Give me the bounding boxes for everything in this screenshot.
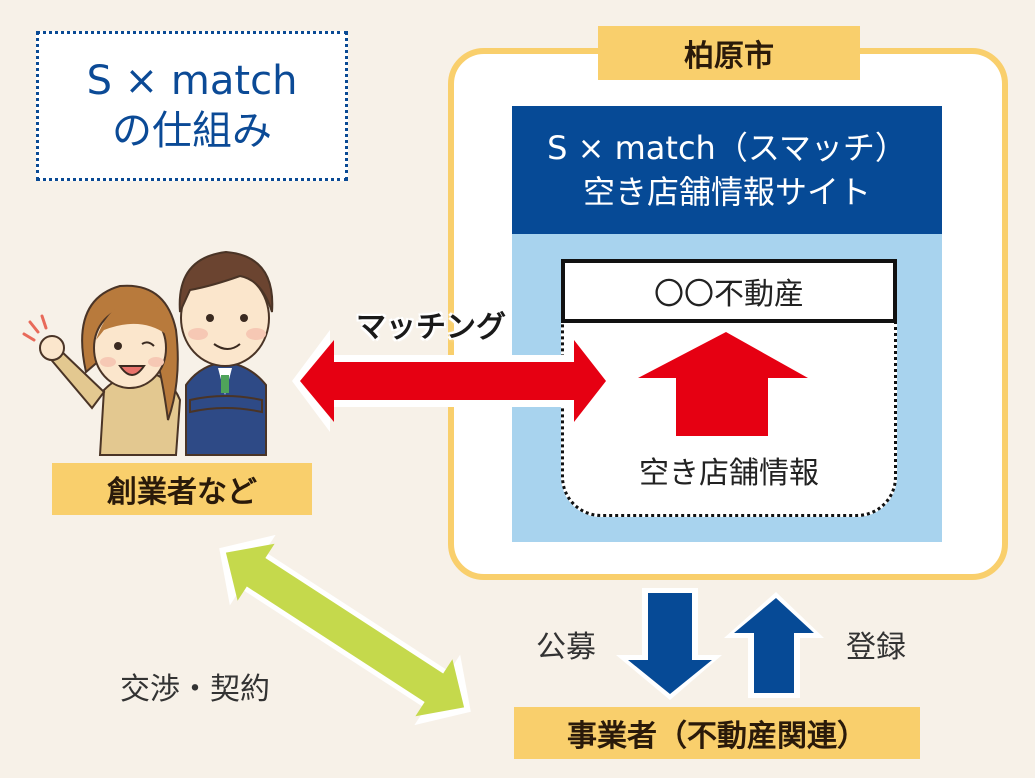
site-title-line1: S × match（スマッチ） xyxy=(547,129,907,167)
title-line2: の仕組み xyxy=(112,108,272,154)
title-box: S × match の仕組み xyxy=(36,31,348,181)
recruit-down-arrow-icon xyxy=(628,593,712,694)
founders-label: 創業者など xyxy=(52,463,312,515)
matching-arrow-fill xyxy=(300,340,606,422)
business-operator-label: 事業者（不動産関連） xyxy=(514,707,920,759)
site-title-line2: 空き店舗情報サイト xyxy=(582,173,871,211)
negotiation-arrow-fill xyxy=(225,543,465,717)
site-header: S × match（スマッチ） 空き店舗情報サイト xyxy=(512,106,942,234)
register-label: 登録 xyxy=(846,630,906,665)
register-up-arrow-icon xyxy=(734,598,814,693)
up-arrow-icon xyxy=(638,332,808,436)
vacant-store-info-label: 空き店舗情報 xyxy=(639,456,819,491)
businesswoman-figure xyxy=(22,284,182,456)
matching-label: マッチング xyxy=(356,310,506,345)
city-label: 柏原市 xyxy=(598,26,860,80)
recruit-label: 公募 xyxy=(536,630,596,665)
negotiation-contract-label: 交渉・契約 xyxy=(120,672,270,707)
businessman-figure xyxy=(178,250,274,456)
company-box: 〇〇不動産 xyxy=(561,259,897,323)
title-line1: S × match xyxy=(86,58,298,104)
